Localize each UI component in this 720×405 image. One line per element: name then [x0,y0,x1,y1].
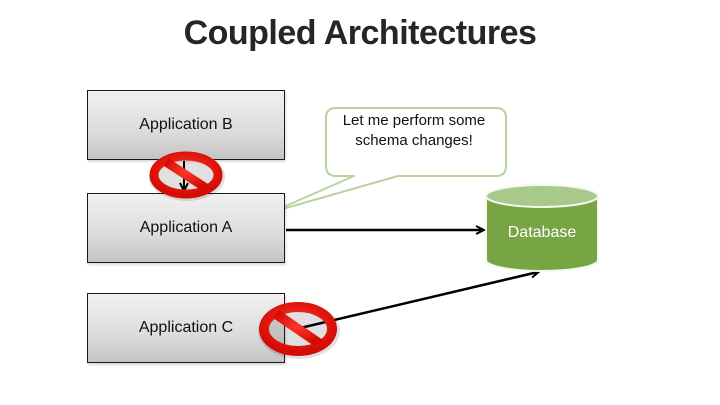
database-cylinder [485,184,599,272]
speech-callout-bubble [271,107,507,213]
application-a-label: Application A [139,219,233,236]
application-c-node: Application C [87,293,285,363]
callout-text: Let me perform some schema changes! [342,112,486,149]
application-c-label: Application C [138,319,234,336]
database-label: Database [507,224,577,241]
prohibition-icon [258,302,340,359]
slide-title: Coupled Architectures [183,14,537,52]
arrow-c-to-database [295,272,538,331]
application-b-label: Application B [139,116,233,133]
prohibition-icon [149,151,225,201]
